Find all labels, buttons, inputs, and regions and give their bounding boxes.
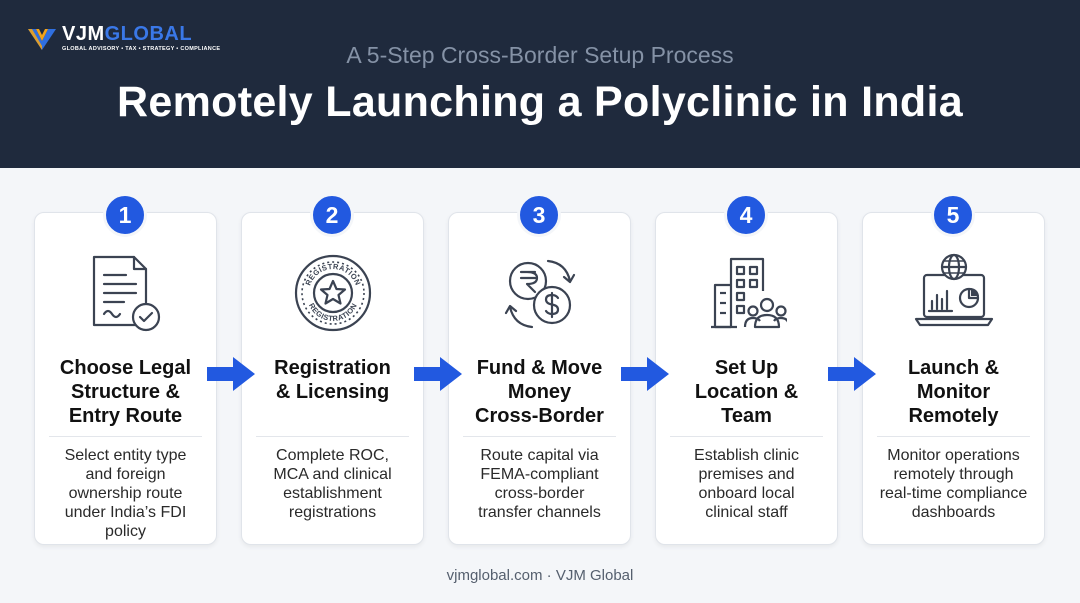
step-number-badge-2: 2 (310, 193, 354, 237)
step-number-badge-1: 1 (103, 193, 147, 237)
document-check-icon (92, 255, 160, 332)
arrow-right-icon (414, 357, 462, 391)
step-desc-3: Route capital via FEMA-compliant cross-b… (478, 447, 601, 521)
step-card-2: REGISTRATION REGISTRATION Registration &… (241, 212, 424, 545)
header-banner: VJMGLOBAL GLOBAL ADVISORY • TAX • STRATE… (0, 0, 1080, 168)
vjm-logo-icon (28, 29, 56, 50)
brand-tagline: GLOBAL ADVISORY • TAX • STRATEGY • COMPL… (62, 46, 221, 52)
step-number-badge-4: 4 (724, 193, 768, 237)
card-divider (670, 436, 823, 437)
step-desc-2: Complete ROC, MCA and clinical establish… (273, 447, 392, 521)
step-number-badge-5: 5 (931, 193, 975, 237)
step-desc-4: Establish clinic premises and onboard lo… (694, 447, 799, 521)
step-card-1: Choose Legal Structure & Entry Route Sel… (34, 212, 217, 545)
currency-exchange-icon (504, 259, 575, 329)
step-card-3: Fund & Move Money Cross-Border Route cap… (448, 212, 631, 545)
card-divider (463, 436, 616, 437)
arrow-right-icon (828, 357, 876, 391)
footer-credit: vjmglobal.com · VJM Global (446, 567, 634, 584)
step-card-5: Launch & Monitor Remotely Monitor operat… (862, 212, 1045, 545)
card-divider (256, 436, 409, 437)
step-title-3: Fund & Move Money Cross-Border (475, 357, 604, 427)
step-title-2: Registration & Licensing (274, 357, 391, 403)
step-desc-1: Select entity type and foreign ownership… (64, 447, 187, 540)
arrow-right-icon (621, 357, 669, 391)
step-title-5: Launch & Monitor Remotely (907, 357, 1000, 427)
step-desc-5: Monitor operations remotely through real… (879, 447, 1028, 521)
brand-logo: VJMGLOBAL GLOBAL ADVISORY • TAX • STRATE… (26, 24, 220, 52)
card-divider (877, 436, 1030, 437)
arrow-right-icon (207, 357, 255, 391)
page-subtitle: A 5-Step Cross-Border Setup Process (346, 42, 734, 68)
step-card-4: Set Up Location & Team Establish clinic … (655, 212, 838, 545)
step-title-1: Choose Legal Structure & Entry Route (59, 357, 192, 427)
page-title: Remotely Launching a Polyclinic in India (117, 78, 963, 126)
laptop-dashboard-icon (914, 253, 993, 327)
building-team-icon (710, 257, 787, 329)
card-divider (49, 436, 202, 437)
step-number-badge-3: 3 (517, 193, 561, 237)
step-title-4: Set Up Location & Team (694, 357, 799, 427)
brand-name: VJMGLOBAL (62, 23, 193, 45)
registration-seal-icon: REGISTRATION REGISTRATION (294, 254, 371, 332)
